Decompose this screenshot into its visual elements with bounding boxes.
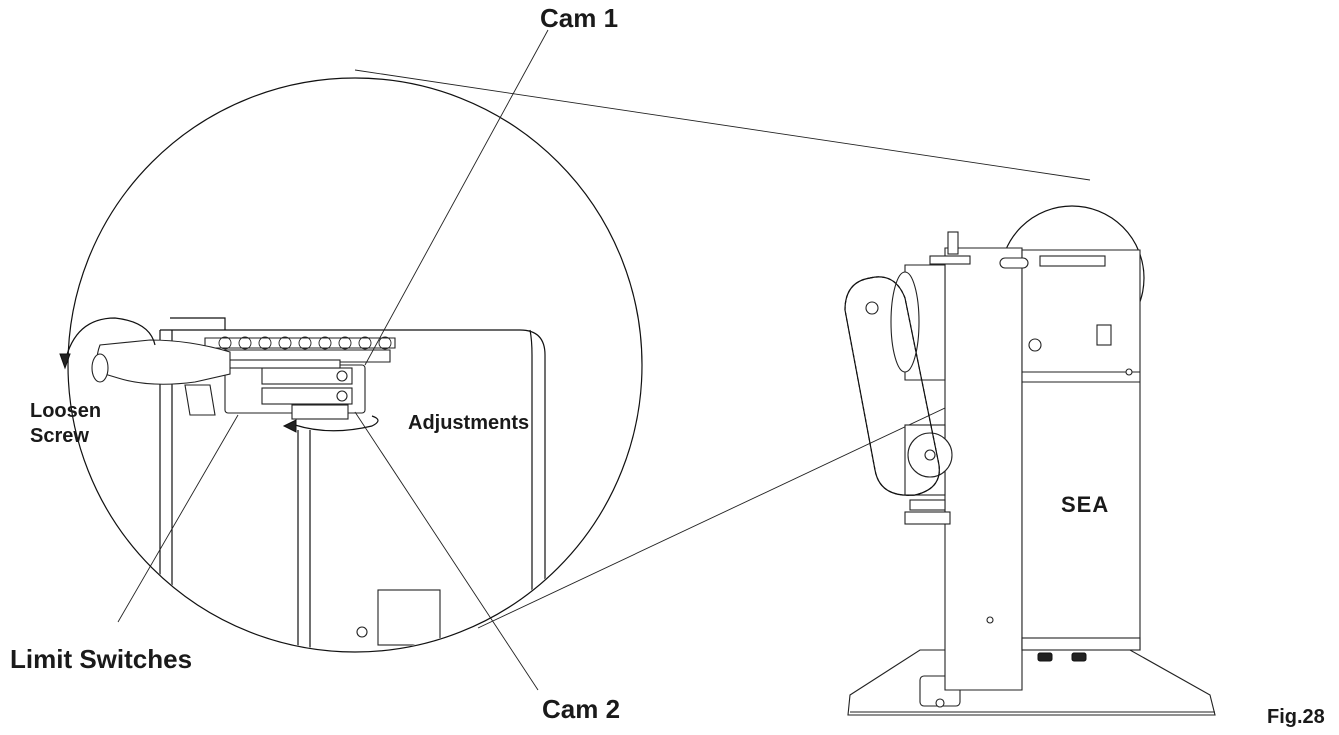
gate-operator-machine: SEA (844, 231, 1216, 716)
label-limit-switches: Limit Switches (10, 644, 192, 674)
adjustment-arrow (282, 415, 379, 433)
loosen-rotation-arrow (59, 317, 156, 370)
leader-lines (117, 29, 549, 691)
figure-caption: Fig.28 (1267, 706, 1325, 728)
window-cutout (377, 589, 441, 646)
drive-chain (844, 276, 940, 496)
detail-zoom-view (59, 77, 643, 653)
label-adjustments: Adjustments (408, 412, 529, 434)
label-screw: Screw (30, 425, 89, 447)
screwdriver (91, 339, 341, 385)
cam-assembly (184, 364, 366, 420)
label-cam-1: Cam 1 (540, 3, 618, 33)
label-cam-2: Cam 2 (542, 694, 620, 724)
brand-logo: SEA (1061, 492, 1109, 517)
label-loosen: Loosen (30, 400, 101, 422)
chain-detail (204, 336, 396, 363)
